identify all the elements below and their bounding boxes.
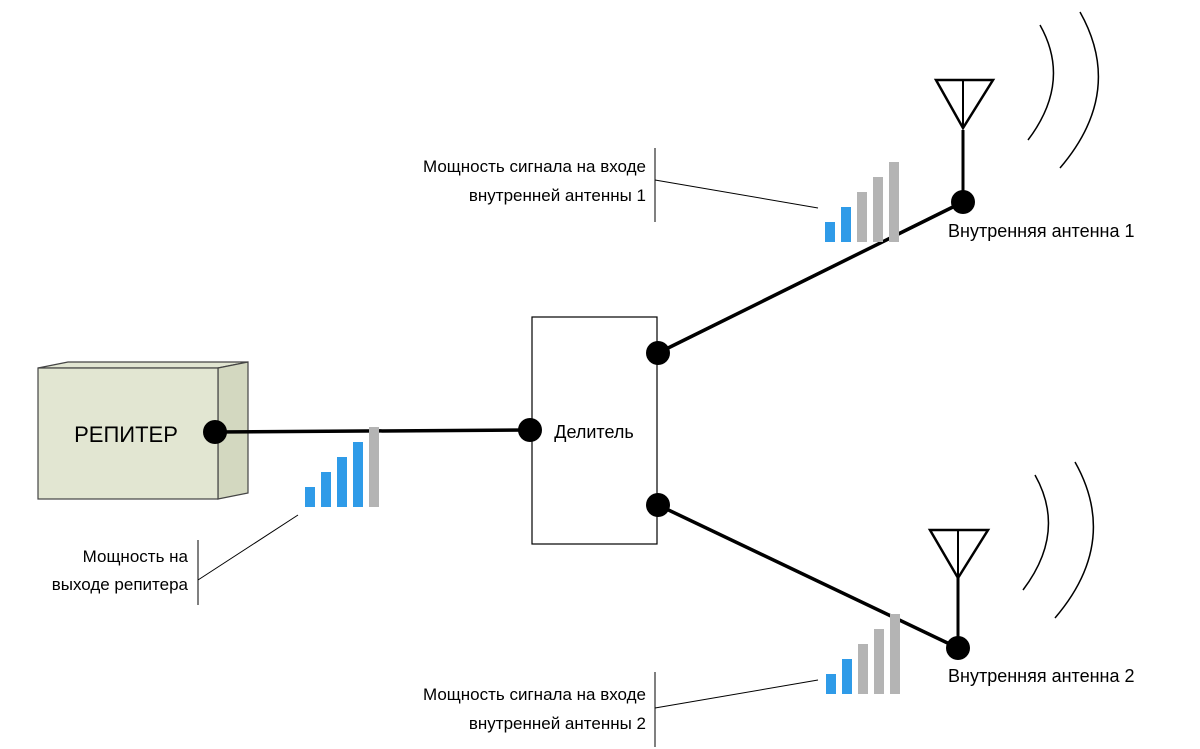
signal-bar-active (353, 442, 363, 507)
callout-leader-line (654, 179, 819, 209)
callout-text-line-2: внутренней антенны 2 (469, 714, 646, 733)
signal-bar-inactive (890, 614, 900, 694)
cable-splitter-antenna-1 (657, 200, 964, 355)
callout-text-line-2: выходе репитера (52, 575, 189, 594)
splitter-label: Делитель (554, 422, 634, 442)
signal-bar-inactive (889, 162, 899, 242)
callout-text-line-1: Мощность сигнала на входе (423, 685, 646, 704)
signal-bar-active (826, 674, 836, 694)
signal-strength-bars (826, 614, 900, 694)
antenna-2-icon (927, 461, 1095, 648)
splitter-unit: Делитель (531, 316, 658, 545)
callout-leader-line (654, 679, 819, 709)
repeater-label: РЕПИТЕР (74, 422, 178, 447)
signal-bar-inactive (858, 644, 868, 694)
callout-leader-line (197, 514, 299, 581)
antenna-1-head (933, 78, 996, 131)
cable-splitter-antenna-2 (657, 503, 959, 650)
repeater-front-face (37, 367, 219, 500)
antenna-1-icon (933, 11, 1100, 202)
callout-text-line-1: Мощность сигнала на входе (423, 157, 646, 176)
antenna-1-wave-outer (1059, 11, 1100, 169)
callout-repeater-output: Мощность на выходе репитера (52, 427, 379, 605)
signal-bar-inactive (874, 629, 884, 694)
signal-bar-active (842, 659, 852, 694)
antenna-2-wave-outer (1054, 461, 1095, 619)
antenna-2-label: Внутренняя антенна 2 (948, 666, 1135, 686)
callout-text-line-1: Мощность на (83, 547, 189, 566)
signal-strength-bars (305, 427, 379, 507)
repeater-unit: РЕПИТЕР (37, 361, 249, 500)
signal-strength-bars (825, 162, 899, 242)
signal-bar-active (337, 457, 347, 507)
signal-bar-active (305, 487, 315, 507)
signal-bar-inactive (873, 177, 883, 242)
splitter-box (531, 316, 658, 545)
splitter-input-port (518, 418, 542, 442)
splitter-output-port-2 (646, 493, 670, 517)
splitter-output-port-1 (646, 341, 670, 365)
antenna-1-wave-inner (1027, 24, 1055, 141)
callout-antenna-2-input: Мощность сигнала на входе внутренней ант… (423, 614, 900, 747)
antenna-2-wave-inner (1022, 474, 1050, 591)
signal-bar-active (321, 472, 331, 507)
callout-text-line-2: внутренней антенны 1 (469, 186, 646, 205)
signal-bar-active (825, 222, 835, 242)
callout-antenna-1-input: Мощность сигнала на входе внутренней ант… (423, 148, 899, 242)
signal-bar-inactive (857, 192, 867, 242)
signal-bar-active (841, 207, 851, 242)
antenna-1-label: Внутренняя антенна 1 (948, 221, 1135, 241)
repeater-output-port (203, 420, 227, 444)
signal-bar-inactive (369, 427, 379, 507)
ports (203, 190, 975, 660)
repeater-top-face (37, 361, 249, 369)
